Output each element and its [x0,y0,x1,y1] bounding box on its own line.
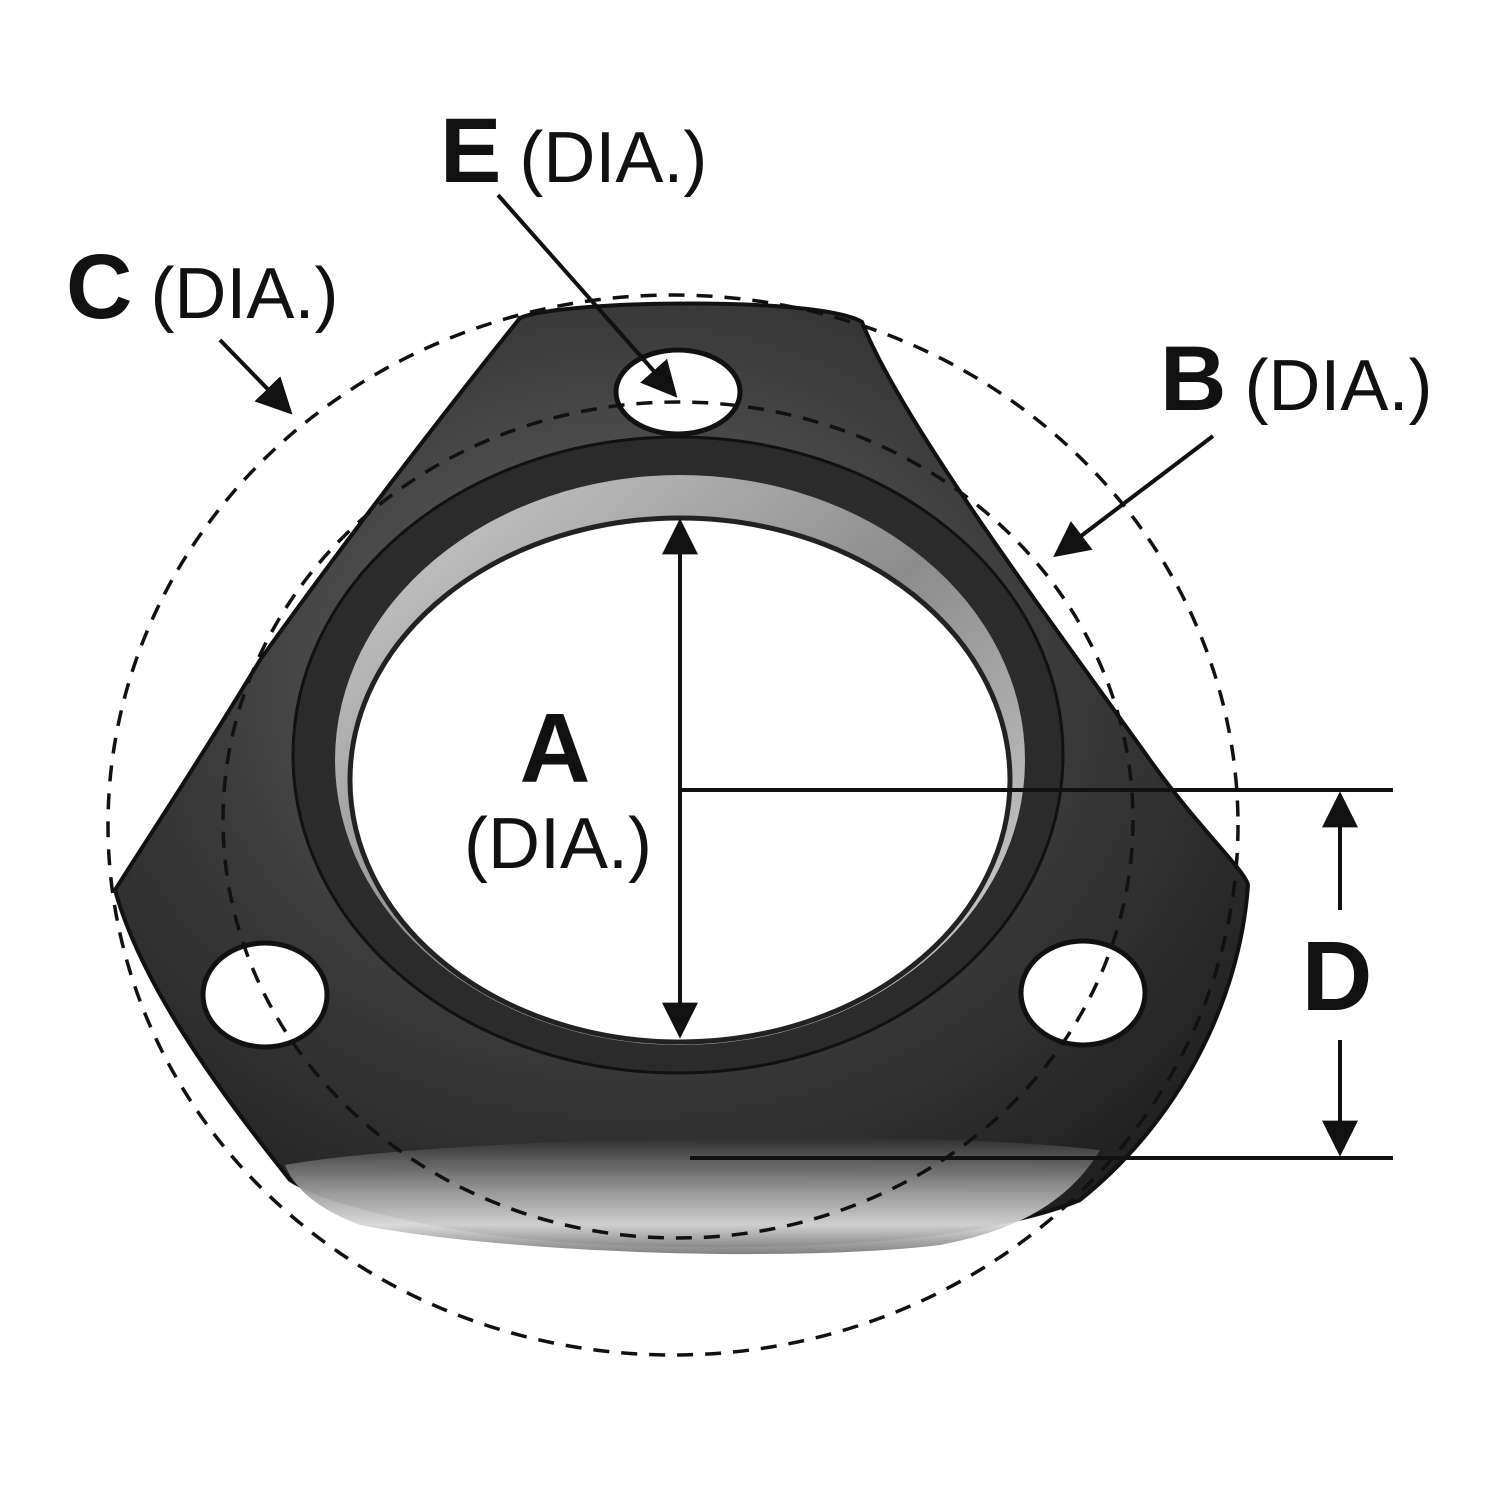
bolt-hole-right [1018,938,1148,1048]
bolt-hole-top [613,347,743,437]
leader-arrow-e [496,193,678,398]
dashed-circle-c [106,293,1240,1357]
label-e: E (DIA.) [440,100,707,202]
label-c: C (DIA.) [66,236,338,338]
label-b: B (DIA.) [1160,328,1432,430]
label-d: D [1302,921,1373,1031]
leader-arrow-b [1053,434,1215,558]
leader-arrow-c [218,338,293,415]
label-a-suffix: (DIA.) [464,804,652,884]
dashed-circle-b [221,400,1135,1240]
flange-bottom-lip [285,1137,1100,1255]
label-a-letter: A [520,693,591,803]
